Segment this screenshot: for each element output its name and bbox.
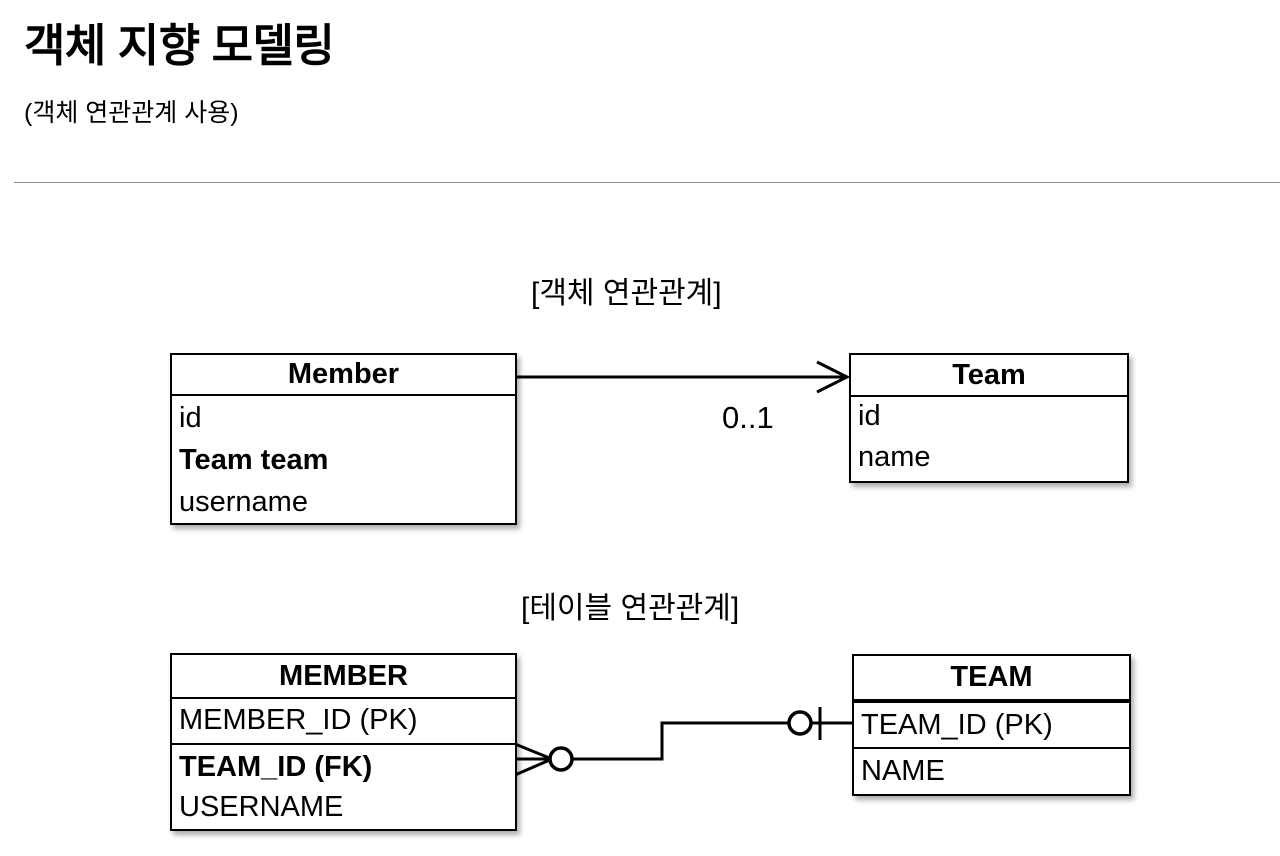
entity-attribute-member-id: id [179,402,202,434]
entity-attribute-team-id: id [858,400,881,432]
entity-attribute-team-id-pk: TEAM_ID (PK) [854,701,1129,747]
entity-box-member-table[interactable]: MEMBER MEMBER_ID (PK) TEAM_ID (FK) USERN… [170,653,517,831]
entity-attribute-member-username: username [179,486,308,518]
entity-attribute-username: USERNAME [179,791,344,823]
entity-attribute-member-id-pk: MEMBER_ID (PK) [179,704,418,736]
object-association-caption: [객체 연관관계] [531,277,722,310]
table-association-caption: [테이블 연관관계] [521,592,740,625]
entity-header-member-table: MEMBER [172,655,515,699]
zero-circle-icon-team [787,710,813,736]
header-divider [14,182,1280,183]
entity-box-team-table[interactable]: TEAM TEAM_ID (PK) NAME [852,654,1131,796]
entity-attribute-name: NAME [854,747,1129,793]
association-arrowhead-icon [816,360,851,394]
entity-box-member[interactable]: Member id Team team username [170,353,517,525]
entity-attribute-team-name: name [858,441,931,473]
page-subtitle: (객체 연관관계 사용) [24,99,239,127]
crows-foot-icon-upper [514,742,553,761]
entity-attribute-team-id-fk: TEAM_ID (FK) [172,743,515,788]
zero-circle-icon-member [548,746,574,772]
crows-foot-icon-lower [514,757,553,777]
page-title: 객체 지향 모델링 [24,20,335,71]
relationship-route-line [572,721,789,761]
entity-box-team[interactable]: Team id name [849,353,1129,483]
entity-header-member: Member [172,355,515,396]
entity-header-team-table: TEAM [854,656,1129,701]
entity-attribute-member-team: Team team [179,444,329,476]
entity-header-team: Team [851,355,1127,397]
multiplicity-label: 0..1 [722,400,774,435]
